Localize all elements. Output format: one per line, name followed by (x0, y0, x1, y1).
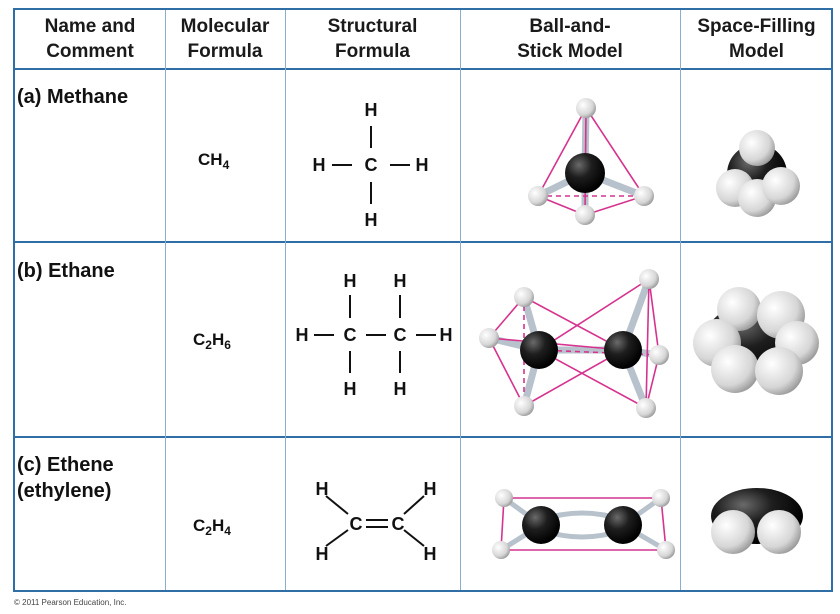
space-filling-ethane (693, 287, 819, 395)
atom-h: H (424, 544, 437, 564)
atom-h: H (316, 544, 329, 564)
ball-stick-methane (528, 98, 654, 225)
row-divider-2 (15, 436, 831, 438)
header-space-filling: Space-Filling Model (697, 16, 816, 62)
row-name-ethene: (c) Ethene (ethylene) (17, 454, 114, 502)
formula-ethene: C2H4 (193, 516, 231, 538)
row-name-methane: (a) Methane (17, 86, 129, 108)
column-divider-3 (460, 10, 461, 590)
atom-c: C (392, 514, 405, 534)
atom-h: H (313, 155, 326, 175)
atom-c: C (344, 325, 357, 345)
atom-h: H (394, 379, 407, 399)
atom-h: H (394, 271, 407, 291)
atom-h: H (365, 210, 378, 230)
ball-stick-ethane (479, 269, 669, 418)
row-divider-1 (15, 241, 831, 243)
header-structural-formula: Structural Formula (327, 16, 418, 62)
structural-methane: H C H H H (313, 100, 429, 230)
header-molecular-formula: Molecular Formula (180, 16, 270, 62)
space-filling-ethene (711, 488, 803, 554)
atom-h: H (424, 479, 437, 499)
column-divider-1 (165, 10, 166, 590)
copyright-notice: © 2011 Pearson Education, Inc. (14, 598, 127, 607)
header-divider (15, 68, 831, 70)
atom-c: C (350, 514, 363, 534)
header-ball-stick: Ball-and- Stick Model (517, 16, 623, 62)
structural-ethene: H H C C H H (316, 479, 437, 564)
column-divider-4 (680, 10, 681, 590)
column-divider-2 (285, 10, 286, 590)
formula-ethane: C2H6 (193, 330, 231, 352)
header-name-comment: Name and Comment (44, 16, 136, 62)
structural-ethane: H H H C C H H H (296, 271, 453, 399)
formula-methane: CH4 (198, 150, 230, 172)
atom-h: H (440, 325, 453, 345)
atom-h: H (296, 325, 309, 345)
atom-h: H (365, 100, 378, 120)
ball-stick-ethene (492, 489, 675, 559)
atom-c: C (394, 325, 407, 345)
row-name-ethane: (b) Ethane (17, 260, 115, 282)
atom-h: H (316, 479, 329, 499)
molecule-table: Name and Comment Molecular Formula Struc… (13, 8, 833, 592)
space-filling-methane (716, 130, 800, 217)
atom-c: C (365, 155, 378, 175)
atom-h: H (344, 379, 357, 399)
atom-h: H (416, 155, 429, 175)
atom-h: H (344, 271, 357, 291)
